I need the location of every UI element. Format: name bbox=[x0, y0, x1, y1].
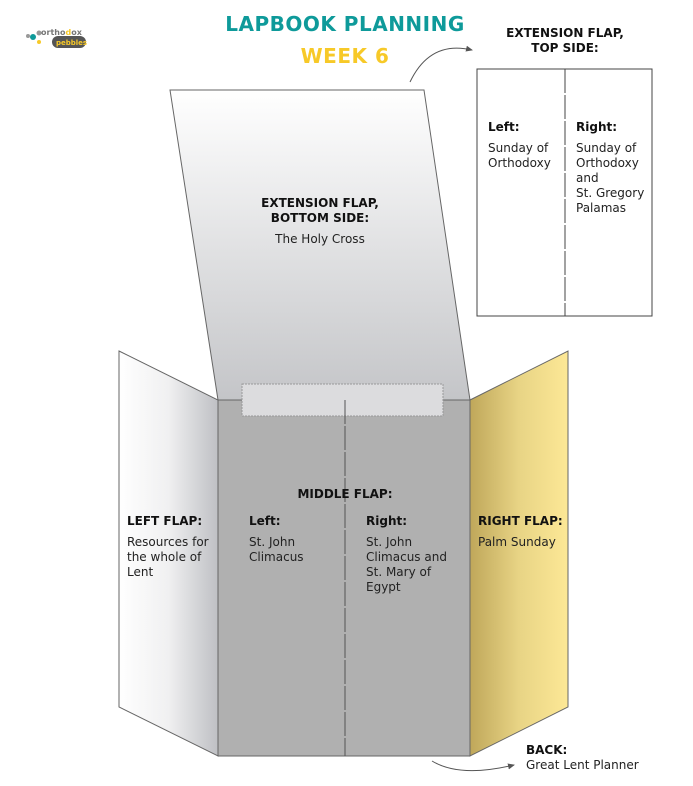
text-line: the whole of bbox=[127, 550, 202, 564]
extension-bottom-label: EXTENSION FLAP, BOTTOM SIDE: The Holy Cr… bbox=[240, 196, 400, 247]
text-line: Palamas bbox=[576, 201, 627, 215]
text-line: St. Mary of bbox=[366, 565, 432, 579]
label: Right: bbox=[366, 514, 408, 528]
heading: LEFT FLAP: bbox=[127, 514, 203, 528]
text-line: The Holy Cross bbox=[275, 232, 365, 246]
text-line: Sunday of bbox=[488, 141, 549, 155]
heading-line: EXTENSION FLAP, bbox=[506, 26, 624, 40]
page-title: LAPBOOK PLANNING bbox=[225, 12, 465, 36]
week-label: WEEK 6 bbox=[300, 44, 390, 68]
text-line: Lent bbox=[127, 565, 154, 579]
middle-flap-heading: MIDDLE FLAP: bbox=[297, 487, 393, 501]
text-line: St. John bbox=[249, 535, 296, 549]
text-line: St. Gregory bbox=[576, 186, 645, 200]
middle-flap-left: Left: St. John Climacus bbox=[249, 514, 304, 565]
right-flap-label: RIGHT FLAP: Palm Sunday bbox=[478, 514, 563, 550]
right-flap-shape bbox=[469, 350, 569, 757]
label: Right: bbox=[576, 120, 618, 134]
arrow-to-top-side bbox=[409, 45, 473, 83]
text-line: St. John bbox=[366, 535, 413, 549]
text-line: Egypt bbox=[366, 580, 401, 594]
text-line: Great Lent Planner bbox=[526, 758, 639, 772]
extension-top-right: Right: Sunday of Orthodoxy and St. Grego… bbox=[576, 120, 644, 216]
extension-top-heading: EXTENSION FLAP, TOP SIDE: bbox=[490, 26, 640, 56]
extension-top-left: Left: Sunday of Orthodoxy bbox=[488, 120, 551, 171]
text-line: Sunday of bbox=[576, 141, 637, 155]
arrow-to-back bbox=[431, 760, 515, 772]
text-line: Resources for bbox=[127, 535, 209, 549]
text-line: and bbox=[576, 171, 599, 185]
heading: BACK: bbox=[526, 743, 568, 757]
middle-flap-shape bbox=[217, 399, 471, 757]
text-line: Climacus bbox=[249, 550, 304, 564]
label: Left: bbox=[488, 120, 520, 134]
back-label: BACK: Great Lent Planner bbox=[526, 743, 639, 773]
tape-strip bbox=[241, 383, 444, 417]
heading-line: TOP SIDE: bbox=[531, 41, 599, 55]
left-flap-label: LEFT FLAP: Resources for the whole of Le… bbox=[127, 514, 209, 580]
svg-text:orthodox: orthodox bbox=[41, 28, 83, 37]
text-line: Palm Sunday bbox=[478, 535, 556, 549]
heading-line: EXTENSION FLAP, bbox=[261, 196, 379, 210]
orthodox-pebbles-logo: orthodox pebbles bbox=[22, 24, 92, 50]
text-line: Climacus and bbox=[366, 550, 447, 564]
svg-text:pebbles: pebbles bbox=[56, 39, 87, 47]
heading-line: BOTTOM SIDE: bbox=[270, 211, 370, 225]
middle-flap-right: Right: St. John Climacus and St. Mary of… bbox=[366, 514, 447, 595]
text-line: Orthodoxy bbox=[576, 156, 639, 170]
label: Left: bbox=[249, 514, 281, 528]
text-line: Orthodoxy bbox=[488, 156, 551, 170]
heading: RIGHT FLAP: bbox=[478, 514, 563, 528]
